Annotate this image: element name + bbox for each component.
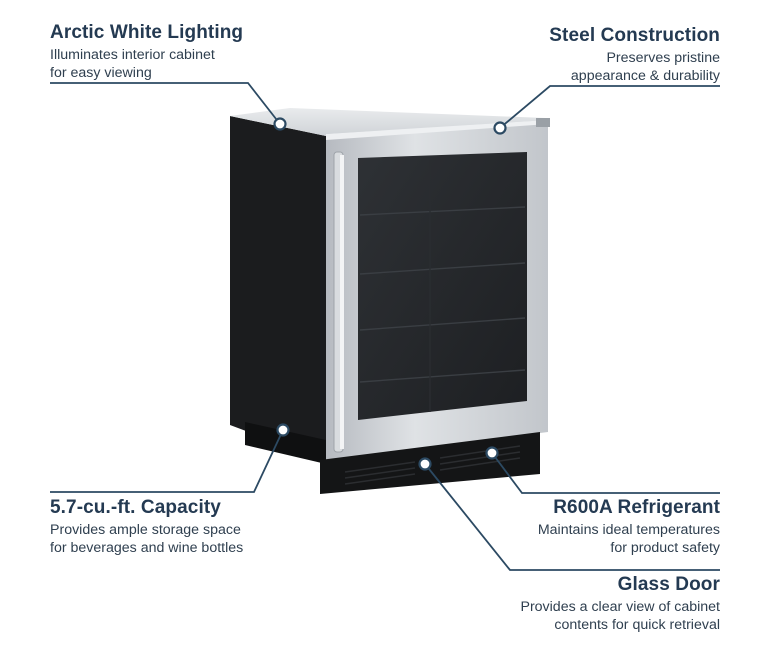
callout-capacity: 5.7-cu.-ft. Capacity Provides ample stor… bbox=[50, 497, 243, 557]
refrigerant-line2: for product safety bbox=[610, 540, 720, 556]
glass-line1: Provides a clear view of cabinet bbox=[520, 599, 720, 615]
glass-window bbox=[358, 152, 527, 420]
steel-line1: Preserves pristine bbox=[606, 50, 720, 66]
steel-title: Steel Construction bbox=[549, 25, 720, 46]
callout-glass-door: Glass Door Provides a clear view of cabi… bbox=[520, 574, 720, 634]
arctic-line1: Illuminates interior cabinet bbox=[50, 47, 215, 63]
steel-line2: appearance & durability bbox=[570, 68, 720, 84]
callout-arctic-lighting: Arctic White Lighting Illuminates interi… bbox=[50, 22, 243, 82]
arctic-title: Arctic White Lighting bbox=[50, 22, 244, 43]
leader-line-arctic bbox=[50, 82, 281, 125]
marker-capacity[interactable] bbox=[276, 423, 290, 437]
arctic-line2: for easy viewing bbox=[50, 65, 152, 81]
marker-refrigerant[interactable] bbox=[485, 446, 499, 460]
marker-arctic[interactable] bbox=[273, 117, 287, 131]
callout-refrigerant: R600A Refrigerant Maintains ideal temper… bbox=[538, 497, 720, 557]
marker-glass[interactable] bbox=[418, 457, 432, 471]
glass-line2: contents for quick retrieval bbox=[554, 617, 720, 633]
glass-title: Glass Door bbox=[617, 574, 720, 595]
callout-steel-construction: Steel Construction Preserves pristine ap… bbox=[549, 25, 720, 85]
refrigerant-line1: Maintains ideal temperatures bbox=[537, 522, 720, 538]
leader-line-steel bbox=[499, 85, 720, 129]
capacity-line1: Provides ample storage space bbox=[50, 522, 241, 538]
leader-line-glass bbox=[424, 463, 720, 571]
leader-line-refrigerant bbox=[491, 452, 720, 494]
capacity-title: 5.7-cu.-ft. Capacity bbox=[50, 497, 221, 518]
cabinet-side bbox=[230, 116, 326, 464]
capacity-line2: for beverages and wine bottles bbox=[50, 540, 244, 556]
leader-line-capacity bbox=[50, 429, 284, 493]
refrigerant-title: R600A Refrigerant bbox=[553, 497, 720, 518]
marker-steel[interactable] bbox=[493, 121, 507, 135]
